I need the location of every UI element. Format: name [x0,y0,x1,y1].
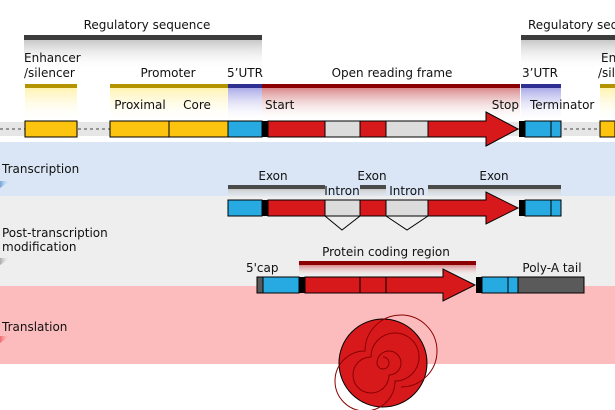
exon-label-middle: Exon [357,169,386,183]
dna-strand [0,111,615,147]
pre-mrna-exon-1 [267,199,326,217]
exon-bar-middle [360,185,386,189]
dna-exon-1 [267,120,326,138]
exon-bar-left [228,185,325,189]
utr5-bar [228,84,262,88]
pre-mrna-exon-2 [359,199,387,217]
regulatory-bar-right [521,35,615,40]
polya-tail [517,276,585,294]
right-enhancer-box [599,120,615,138]
mrna-utr3 [481,276,509,294]
start-codon-box [262,121,268,137]
dna-intron-1 [324,120,361,138]
utr5-box [227,120,263,138]
dna-exon-2 [359,120,387,138]
protein-fold [334,314,438,410]
pre-mrna-exon-3-arrow [427,191,520,225]
exon-bar-right [428,185,561,189]
regulatory-label-left: Regulatory sequence [84,18,211,32]
post-transcription-label-line2: modification [2,240,76,254]
mrna-exon-2 [359,276,387,294]
core-label: Core [183,98,211,112]
intron-label-left: Intron [324,184,359,198]
utr3-box-end [550,120,562,138]
enhancer-label-line1: Enhancer [24,51,81,65]
pre-mrna-intron-2 [385,199,429,217]
proximal-label: Proximal [114,98,165,112]
mrna-exon-3-arrow [385,268,477,302]
translation-marker [0,336,10,343]
enhancer-box [24,120,78,138]
utr3-bar [521,84,561,88]
core-promoter-box [168,120,229,138]
coding-region-bar [299,261,476,265]
terminator-label: Terminator [529,98,594,112]
dna-exon-3-arrow [427,111,520,147]
promoter-label: Promoter [140,66,195,80]
mature-mrna: 5'cap Protein coding region Poly-A tail [246,245,585,302]
polya-label: Poly-A tail [522,261,581,275]
feature-bars [25,84,615,122]
exon-label-left: Exon [258,169,287,183]
translation-band [0,286,615,364]
start-label: Start [265,98,295,112]
utr3-label: 3’UTR [522,66,558,80]
intron-label-right: Intron [389,184,424,198]
pre-mrna-utr5 [227,199,263,217]
exon-label-right: Exon [479,169,508,183]
protein [334,314,438,410]
process-bands [0,142,615,364]
mrna-utr5 [262,276,300,294]
five-prime-cap [256,276,264,294]
cap-label: 5'cap [246,261,279,275]
translation-label: Translation [1,320,67,334]
proximal-promoter-box [109,120,170,138]
splice-line-2 [385,215,429,231]
orf-label: Open reading frame [332,66,453,80]
regulatory-sequence-right: Regulatory sequence [521,18,615,70]
stop-label: Stop [492,98,519,112]
right-enhancer-bar [600,84,615,88]
stop-codon-box [519,121,525,137]
protein-body [338,318,428,408]
pre-mrna-intron-1 [324,199,361,217]
regulatory-label-right: Regulatory sequence [528,18,615,32]
utr5-label: 5’UTR [227,66,263,80]
right-enhancer-label-line1: Enh [601,51,615,65]
enhancer-bar [25,84,77,88]
pre-mrna: Exon Exon Exon Intron Intron [227,169,562,231]
transcription-label: Transcription [1,162,79,176]
coding-region-label: Protein coding region [322,245,450,259]
utr3-box [524,120,552,138]
regulatory-bar-left [24,35,262,40]
splice-line-1 [324,215,361,231]
regulatory-sequence-left: Regulatory sequence [24,18,262,70]
enhancer-label-line2: /silencer [24,66,75,80]
dna-intron-2 [385,120,429,138]
pre-mrna-utr3 [524,199,552,217]
mrna-exon-1 [304,276,361,294]
orf-bar [262,84,520,88]
post-transcription-label-line1: Post-transcription [2,226,108,240]
post-transcription-marker [0,258,10,265]
transcription-marker [0,181,10,188]
process-labels: Transcription Post-transcription modific… [0,162,108,343]
promoter-bar [110,84,228,88]
right-enhancer-label-line2: /sil [598,66,615,80]
